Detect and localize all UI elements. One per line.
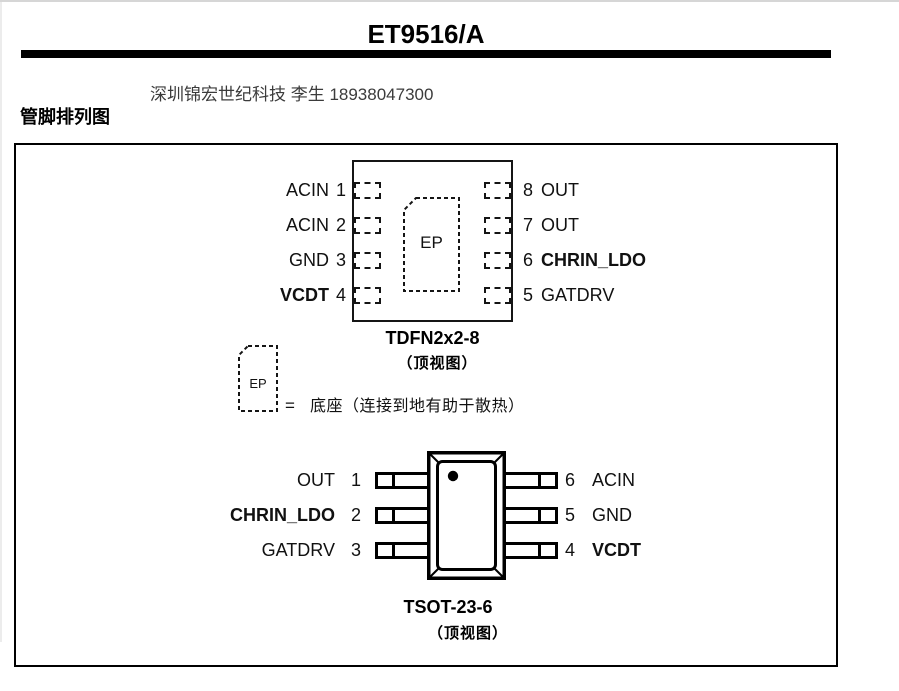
tdfn-pad-4 <box>354 287 381 304</box>
tdfn-pad-1 <box>354 182 381 199</box>
tdfn-pad-7 <box>484 217 511 234</box>
pin-number: 4 <box>335 285 346 305</box>
tsot-package-name: TSOT-23-6 <box>403 597 493 617</box>
pin-number: 5 <box>565 505 576 525</box>
tsot-lead-1 <box>375 472 430 489</box>
pin-number: 4 <box>565 540 576 560</box>
pin-name: GATDRV <box>541 285 615 305</box>
pin-number: 6 <box>523 250 534 270</box>
tdfn-view-label: （顶视图） <box>397 355 478 372</box>
tdfn-pin7-label: 7 OUT <box>523 216 579 235</box>
tsot-pin1-label: OUT 1 <box>136 471 361 490</box>
tsot-lead-2 <box>375 507 430 524</box>
pin-number: 7 <box>523 215 534 235</box>
pin-name: OUT <box>541 180 580 200</box>
tdfn-pad-8 <box>484 182 511 199</box>
pin1-marker-dot <box>447 470 459 482</box>
pin-name: VCDT <box>592 540 642 560</box>
pin-name: OUT <box>296 470 335 490</box>
exposed-pad-outline-icon <box>403 197 460 292</box>
pin-name: OUT <box>541 215 580 235</box>
tsot-lead-5 <box>503 507 558 524</box>
pin-number: 8 <box>523 180 534 200</box>
contact-line: 深圳锦宏世纪科技 李生 18938047300 <box>150 85 434 104</box>
legend-description: 底座（连接到地有助于散热） <box>309 398 525 415</box>
tdfn-pin4-label: VCDT 4 <box>146 286 346 305</box>
tsot-pin2-label: CHRIN_LDO 2 <box>136 506 361 525</box>
pin-number: 3 <box>335 250 346 270</box>
pin-number: 6 <box>565 470 576 490</box>
tdfn-pin5-label: 5 GATDRV <box>523 286 614 305</box>
pin-number: 5 <box>523 285 534 305</box>
tdfn-pad-3 <box>354 252 381 269</box>
pin-name: GATDRV <box>261 540 335 560</box>
tdfn-package-name: TDFN2x2-8 <box>385 328 480 348</box>
tsot-pin6-label: 6 ACIN <box>565 471 635 490</box>
pin-name: ACIN <box>285 215 329 235</box>
tsot-pin4-label: 4 VCDT <box>565 541 641 560</box>
tsot-package-outline-icon <box>427 451 506 580</box>
page-left-edge <box>0 2 2 642</box>
pin-name: GND <box>592 505 633 525</box>
tdfn-pin2-label: ACIN 2 <box>146 216 346 235</box>
pin-name: CHRIN_LDO <box>229 505 335 525</box>
equals-sign: = <box>285 396 295 415</box>
legend-exposed-pad: EP <box>238 345 278 412</box>
pin-number: 1 <box>350 470 361 490</box>
pin-name: ACIN <box>285 180 329 200</box>
tsot-package-body <box>427 451 506 580</box>
pin-name: GND <box>288 250 329 270</box>
ep-label: EP <box>249 376 267 391</box>
tsot-pin5-label: 5 GND <box>565 506 632 525</box>
tdfn-pin3-label: GND 3 <box>146 251 346 270</box>
pin-diagram-box: ACIN 1 ACIN 2 GND 3 VCDT 4 8 OUT 7 OUT 6… <box>14 143 838 667</box>
tsot-pin3-label: GATDRV 3 <box>136 541 361 560</box>
tsot-view-label: （顶视图） <box>427 625 508 642</box>
pin-name: CHRIN_LDO <box>541 250 647 270</box>
pin-name: VCDT <box>279 285 329 305</box>
tsot-lead-6 <box>503 472 558 489</box>
exposed-pad-outline-icon <box>238 345 278 412</box>
pin-number: 3 <box>350 540 361 560</box>
ep-label: EP <box>420 233 443 252</box>
tsot-lead-3 <box>375 542 430 559</box>
pin-number: 2 <box>350 505 361 525</box>
tsot-lead-4 <box>503 542 558 559</box>
tdfn-pad-6 <box>484 252 511 269</box>
page-top-edge <box>0 0 899 2</box>
tdfn-pin6-label: 6 CHRIN_LDO <box>523 251 646 270</box>
section-heading: 管脚排列图 <box>20 107 110 127</box>
tdfn-pin8-label: 8 OUT <box>523 181 579 200</box>
tdfn-pad-2 <box>354 217 381 234</box>
tdfn-pin1-label: ACIN 1 <box>146 181 346 200</box>
legend-description-row: = 底座（连接到地有助于散热） <box>285 392 524 416</box>
pin-number: 1 <box>335 180 346 200</box>
page-title: ET9516/A <box>367 19 485 49</box>
pin-number: 2 <box>335 215 346 235</box>
pin-name: ACIN <box>592 470 636 490</box>
tdfn-exposed-pad: EP <box>403 197 460 292</box>
tdfn-pad-5 <box>484 287 511 304</box>
title-rule <box>21 50 831 58</box>
